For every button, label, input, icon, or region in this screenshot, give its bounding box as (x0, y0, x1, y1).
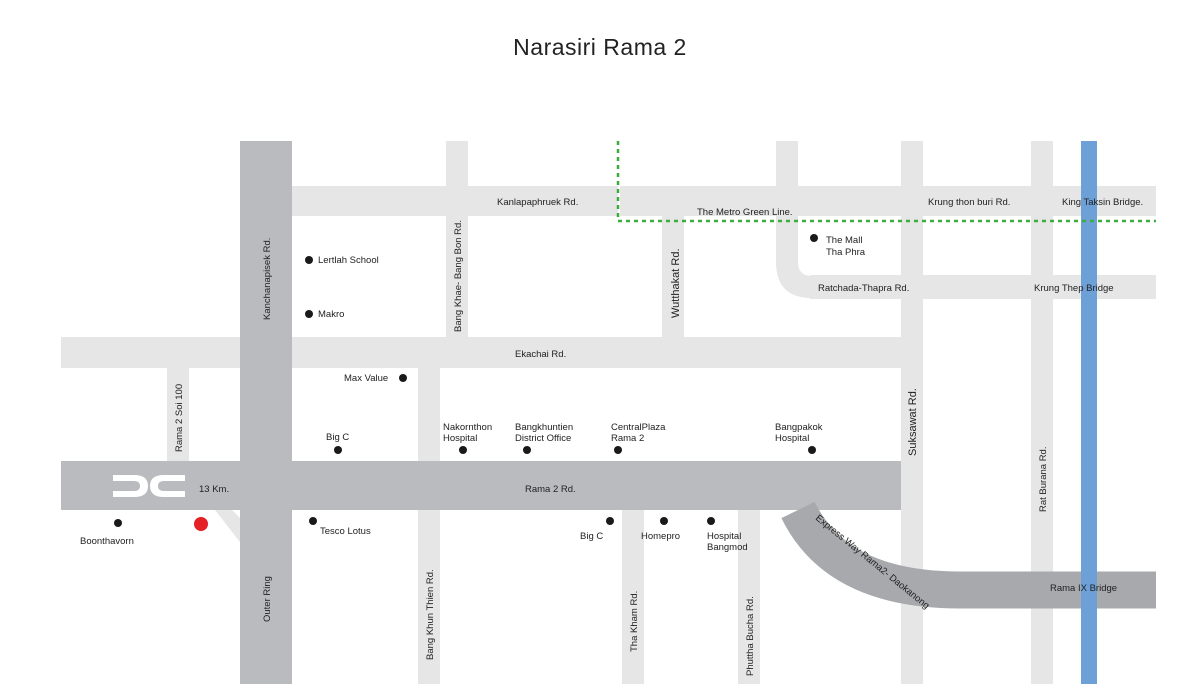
label-bangmod-line1: Hospital (707, 531, 741, 542)
label-centralplaza-line2: Rama 2 (611, 433, 644, 444)
label-rama2-soi100: Rama 2 Soi 100 (174, 384, 185, 452)
label-rama-ix-bridge: Rama IX Bridge (1050, 583, 1117, 594)
label-bangkhuntien-line2: District Office (515, 433, 571, 444)
dot-big-c-south (606, 517, 614, 525)
dot-nakornthon (459, 446, 467, 454)
dot-lertlah (305, 256, 313, 264)
label-krung-thep-bridge: Krung Thep Bridge (1034, 283, 1114, 294)
label-outer-ring: Outer Ring (262, 576, 273, 622)
label-the-mall-line1: The Mall (826, 235, 862, 246)
label-bangpakok-line2: Hospital (775, 433, 809, 444)
road-tha-phra-link (776, 141, 798, 266)
label-ratchada-thapra: Ratchada-Thapra Rd. (818, 283, 909, 294)
road-rama2 (61, 461, 901, 510)
road-max-value-link (418, 368, 440, 461)
dot-bangkhuntien (523, 446, 531, 454)
road-tha-phra-curve (776, 262, 812, 298)
project-location-marker[interactable] (194, 517, 208, 531)
label-bang-khae-bang-bon: Bang Khae- Bang Bon Rd. (453, 220, 464, 332)
label-tesco: Tesco Lotus (320, 526, 371, 537)
minor-roads (61, 141, 1156, 684)
label-kanchanapisek: Kanchanapisek Rd. (262, 238, 273, 320)
road-phuttha-bucha (738, 510, 760, 684)
label-suksawat: Suksawat Rd. (907, 388, 919, 456)
logo-left-mark (113, 475, 148, 497)
label-phuttha-bucha: Phuttha Bucha Rd. (745, 596, 756, 676)
label-makro: Makro (318, 309, 344, 320)
road-kanlapaphruek-east (620, 186, 1156, 216)
road-rat-burana (1031, 141, 1053, 684)
label-bang-khun-thien: Bang Khun Thien Rd. (425, 569, 436, 660)
road-ekachai (61, 337, 923, 368)
label-king-taksin-bridge: King Taksin Bridge. (1062, 197, 1143, 208)
map-title: Narasiri Rama 2 (513, 34, 687, 60)
metro-green-line (616, 141, 1156, 223)
place-dots (114, 234, 818, 527)
road-ratchada-thapra (810, 275, 1156, 299)
road-expressway (781, 501, 1156, 609)
green-line-path (616, 141, 1156, 223)
label-bangpakok-line1: Bangpakok (775, 422, 823, 433)
label-wutthakat: Wutthakat Rd. (670, 249, 682, 319)
dot-big-c-north (334, 446, 342, 454)
road-kanchanapisek (240, 141, 292, 684)
road-bang-khun-thien (418, 510, 440, 684)
narasiri-logo (113, 475, 185, 497)
road-suksawat (901, 141, 923, 684)
road-tha-kham (622, 510, 644, 684)
label-nakornthon-line1: Nakornthon (443, 422, 492, 433)
label-bangmod-line2: Bangmod (707, 542, 748, 553)
label-tha-kham: Tha Kham Rd. (629, 591, 640, 652)
label-rama2: Rama 2 Rd. (525, 484, 576, 495)
place-labels: Lertlah School Makro Max Value The Mall … (80, 235, 866, 553)
dot-homepro (660, 517, 668, 525)
label-nakornthon-line2: Hospital (443, 433, 477, 444)
dot-bangpakok (808, 446, 816, 454)
label-centralplaza-line1: CentralPlaza (611, 422, 666, 433)
road-bang-khae-bang-bon (446, 141, 468, 337)
label-lertlah: Lertlah School (318, 255, 379, 266)
label-green-line: The Metro Green Line. (697, 207, 793, 218)
main-roads (61, 141, 901, 684)
dot-max-value (399, 374, 407, 382)
label-max-value: Max Value (344, 373, 388, 384)
chao-phraya-river (1081, 141, 1097, 684)
label-the-mall-line2: Tha Phra (826, 247, 866, 258)
logo-right-mark (150, 475, 185, 497)
dot-tesco (309, 517, 317, 525)
label-big-c-south: Big C (580, 531, 603, 542)
label-13km: 13 Km. (199, 484, 229, 495)
dot-bangmod (707, 517, 715, 525)
road-rama2-soi100 (167, 368, 189, 461)
label-kanlapaphruek: Kanlapaphruek Rd. (497, 197, 578, 208)
label-bangkhuntien-line1: Bangkhuntien (515, 422, 573, 433)
road-wutthakat (662, 216, 684, 337)
dot-centralplaza (614, 446, 622, 454)
label-krung-thon-buri: Krung thon buri Rd. (928, 197, 1010, 208)
dot-the-mall (810, 234, 818, 242)
road-labels: Kanlapaphruek Rd. The Metro Green Line. … (199, 197, 1143, 594)
label-ekachai: Ekachai Rd. (515, 349, 566, 360)
dot-boonthavorn (114, 519, 122, 527)
label-big-c-north: Big C (326, 432, 349, 443)
label-homepro: Homepro (641, 531, 680, 542)
label-boonthavorn: Boonthavorn (80, 536, 134, 547)
dot-makro (305, 310, 313, 318)
label-rat-burana: Rat Burana Rd. (1038, 447, 1049, 512)
